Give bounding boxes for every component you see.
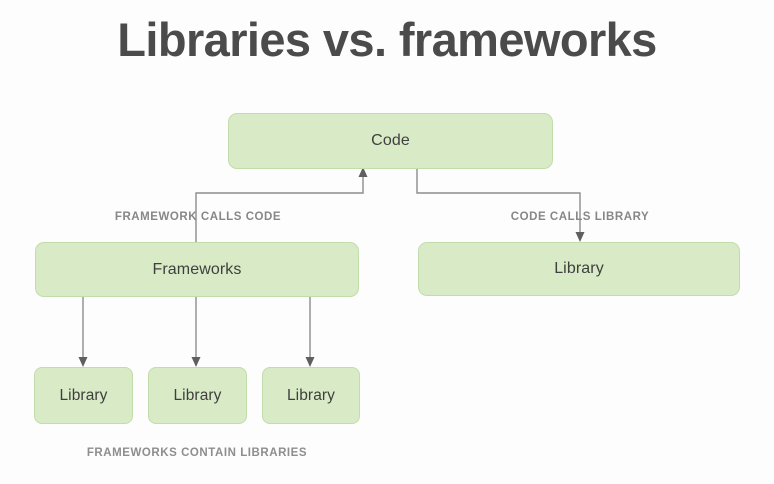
caption-frameworks-contain-libraries: FRAMEWORKS CONTAIN LIBRARIES — [86, 447, 308, 459]
node-library-child-2[interactable]: Library — [148, 367, 247, 424]
arrowhead-down-into-library-1 — [78, 357, 88, 367]
arrowhead-down-into-library-3 — [305, 357, 315, 367]
arrowhead-down-into-library — [575, 232, 585, 242]
node-library-child-2-label: Library — [173, 386, 222, 404]
node-library-child-1-label: Library — [59, 386, 108, 404]
edge-label-framework-calls-code: FRAMEWORK CALLS CODE — [114, 211, 282, 223]
node-code[interactable]: Code — [228, 113, 553, 169]
node-library-child-3[interactable]: Library — [262, 367, 360, 424]
node-library-right-label: Library — [554, 260, 604, 277]
connector-frameworks-to-code — [195, 176, 364, 242]
arrowhead-down-into-library-2 — [191, 357, 201, 367]
page-title: Libraries vs. frameworks — [117, 13, 657, 66]
node-library-child-3-label: Library — [286, 386, 336, 404]
node-frameworks-label: Frameworks — [152, 260, 242, 278]
node-code-label: Code — [371, 132, 410, 149]
node-library-child-1[interactable]: Library — [34, 367, 133, 424]
node-frameworks[interactable]: Frameworks — [35, 242, 359, 297]
node-library-right[interactable]: Library — [418, 242, 740, 296]
edge-label-code-calls-library: CODE CALLS LIBRARY — [510, 211, 650, 223]
